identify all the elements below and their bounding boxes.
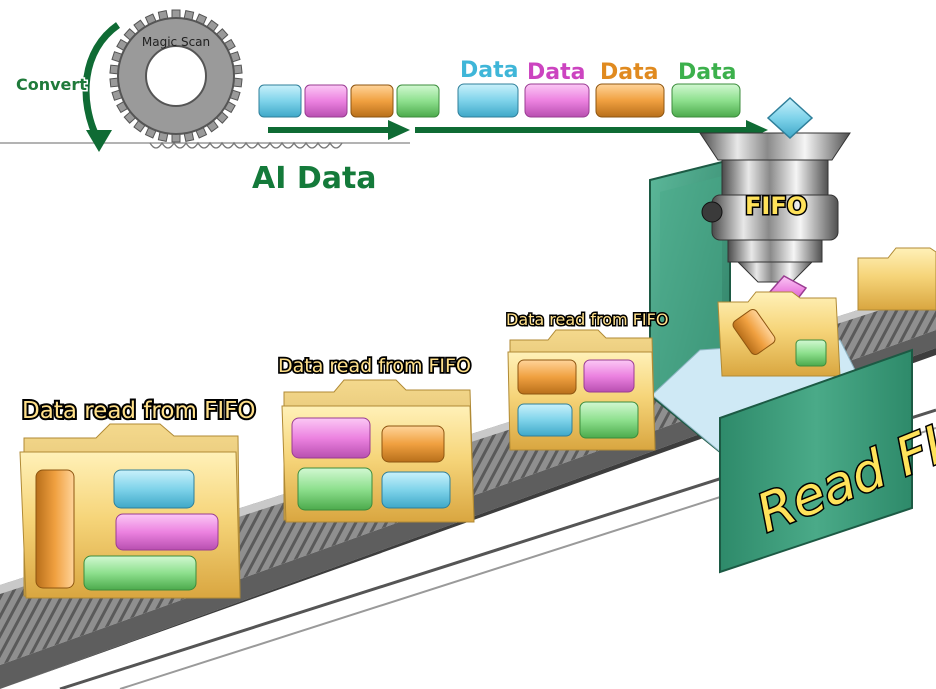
folder-3-label: Data read from FIFO bbox=[506, 310, 668, 329]
folder-1 bbox=[19, 423, 241, 599]
data-block-green-large bbox=[671, 83, 741, 118]
folder-in-station bbox=[717, 291, 841, 377]
folder-3 bbox=[507, 329, 656, 451]
magic-scan-label: Magic Scan bbox=[142, 35, 210, 49]
data-block-orange-large bbox=[595, 83, 665, 118]
data-block-green bbox=[396, 84, 440, 118]
data-label-pink: Data bbox=[527, 60, 585, 85]
folder-2 bbox=[281, 379, 475, 523]
ai-data-arrow-icon bbox=[268, 120, 410, 140]
magic-scan-gear-icon bbox=[109, 9, 243, 143]
data-block-blue bbox=[258, 84, 302, 118]
dispenser-input-crystal-icon bbox=[766, 96, 814, 140]
data-label-green: Data bbox=[678, 60, 736, 85]
convert-arrow-icon bbox=[82, 22, 121, 152]
ai-data-blocks bbox=[258, 84, 440, 118]
data-block-pink bbox=[304, 84, 348, 118]
folder-2-label: Data read from FIFO bbox=[278, 355, 471, 377]
folder-far-right bbox=[857, 247, 936, 311]
data-block-blue-large bbox=[457, 83, 519, 118]
read-fifo-front-panel bbox=[719, 348, 913, 574]
ai-data-label: AI Data bbox=[252, 161, 377, 196]
folder-1-label: Data read from FIFO bbox=[22, 398, 256, 424]
gear-rack bbox=[0, 141, 410, 149]
fifo-dispenser bbox=[699, 132, 851, 283]
data-label-blue: Data bbox=[460, 58, 518, 83]
data-block-pink-large bbox=[524, 83, 590, 118]
data-block-orange bbox=[350, 84, 394, 118]
data-label-orange: Data bbox=[600, 60, 658, 85]
convert-label: Convert bbox=[16, 75, 87, 94]
labeled-data-blocks bbox=[457, 83, 741, 118]
fifo-label: FIFO bbox=[745, 192, 807, 220]
